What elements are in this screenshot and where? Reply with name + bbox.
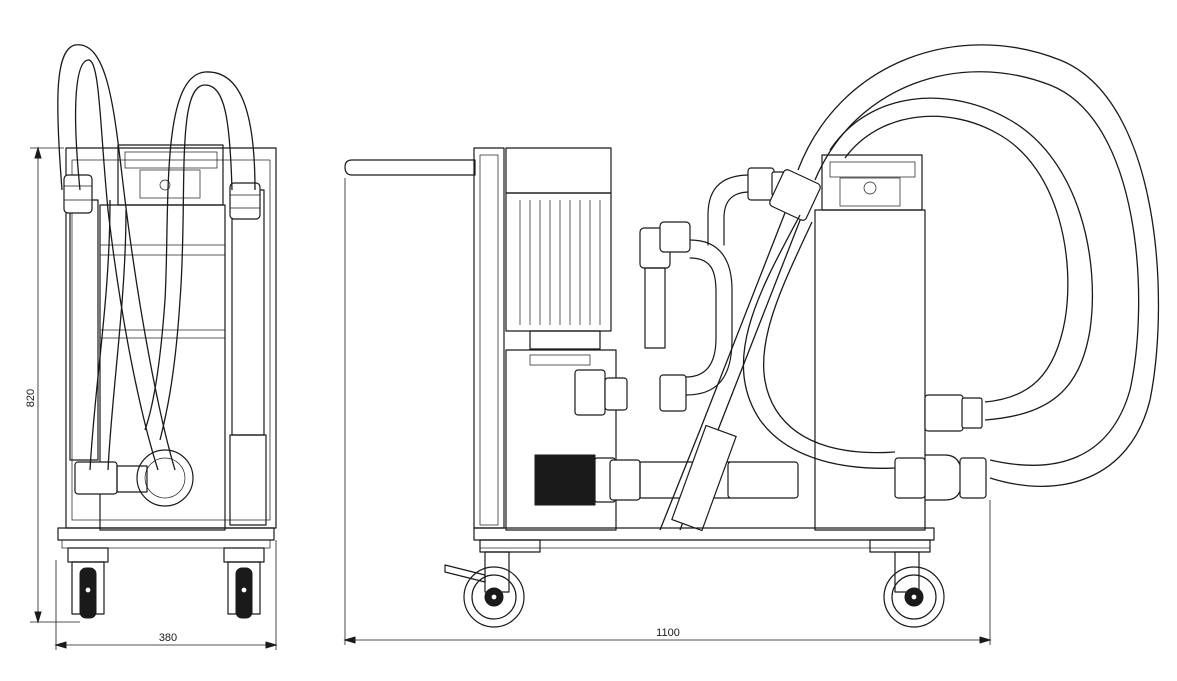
- side-view: [57, 44, 277, 619]
- front-motor-top: [505, 147, 612, 194]
- side-width-label: 380: [159, 632, 177, 644]
- front-length-label: 1100: [656, 627, 680, 639]
- front-caster-right: [869, 539, 945, 628]
- side-right-column: [231, 189, 265, 436]
- dimension-front-length: 1100: [343, 178, 992, 645]
- side-caster-right: [223, 547, 265, 619]
- dimension-side-width: 380: [54, 540, 278, 650]
- front-caster-left: [444, 539, 541, 628]
- motor-fins: [519, 200, 601, 325]
- front-frame-upright: [473, 147, 505, 529]
- side-caster-left: [67, 547, 109, 619]
- front-pump-body: [505, 349, 617, 531]
- front-handle: [344, 159, 476, 176]
- side-height-label: 820: [25, 389, 37, 407]
- front-filter-head: [821, 154, 923, 211]
- front-view: [344, 44, 1160, 628]
- front-motor: [505, 192, 612, 332]
- dimension-side-height: 820: [25, 146, 80, 624]
